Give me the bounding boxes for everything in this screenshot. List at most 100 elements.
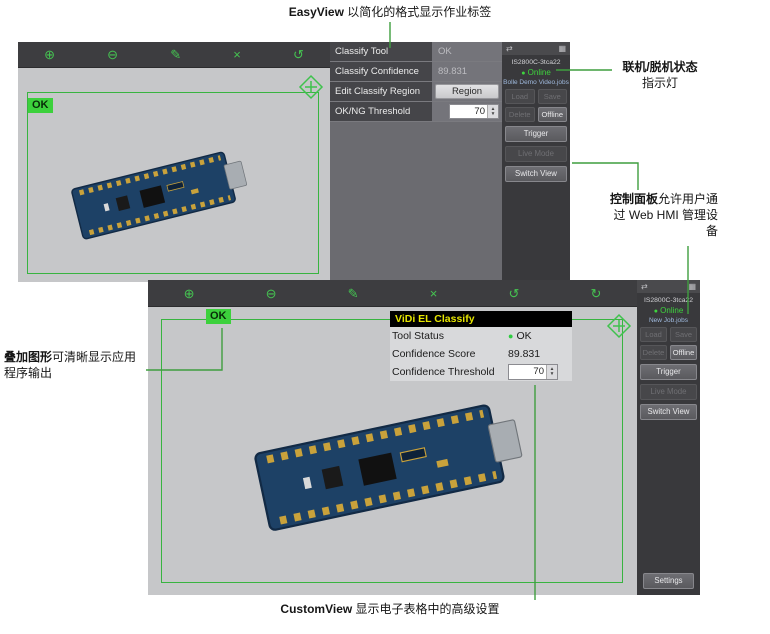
- line-tool-icon[interactable]: ✎: [170, 47, 182, 62]
- spinner-down-icon[interactable]: ▼: [549, 371, 555, 377]
- threshold-value: 70: [474, 106, 485, 117]
- live-mode-button[interactable]: Live Mode: [640, 384, 697, 400]
- ok-result-badge: OK: [28, 98, 53, 113]
- spinner-down-icon[interactable]: ▼: [490, 111, 496, 116]
- confidence-score-value: 89.831: [508, 348, 541, 360]
- online-indicator-icon: ●: [521, 70, 526, 77]
- delete-button[interactable]: Delete: [640, 345, 667, 360]
- customview-toolbar: ⊕ ⊖ ✎ × ↺ ↻: [148, 280, 637, 307]
- threshold-spinner[interactable]: 70 ▲▼: [508, 364, 558, 380]
- pcb-image: [250, 390, 533, 545]
- annotation-easyview: EasyView 以简化的格式显示作业标签: [235, 5, 545, 21]
- pan-navigator-icon[interactable]: [298, 74, 324, 105]
- annotation-overlay-graphics: 叠加图形可清晰显示应用程序输出: [4, 350, 146, 382]
- control-panel: ⇄ ▦ IS2800C-3tca22 ● Online New Job.jobs…: [637, 280, 700, 595]
- job-name: New Job.jobs: [648, 317, 689, 324]
- edit-classify-region-row: Edit Classify Region Region: [330, 82, 502, 102]
- confidence-score-label: Confidence Score: [392, 348, 476, 360]
- zoom-in-icon[interactable]: ⊕: [44, 47, 55, 62]
- annotation-control-panel-term: 控制面板: [609, 192, 658, 206]
- pan-navigator-icon[interactable]: [606, 313, 632, 344]
- easyview-toolbar: ⊕ ⊖ ✎ × ↺: [18, 42, 330, 68]
- switch-view-button[interactable]: Switch View: [640, 404, 697, 420]
- annotation-online-text: 指示灯: [641, 75, 678, 90]
- customview-camera-view: OK ViDi EL Classify Tool Status ●OK Conf…: [148, 307, 637, 595]
- pan-tool-icon[interactable]: ×: [233, 47, 241, 62]
- line-tool-icon[interactable]: ✎: [347, 285, 359, 301]
- easyview-window: ⊕ ⊖ ✎ × ↺ OK: [18, 42, 570, 282]
- rotate-ccw-icon[interactable]: ↺: [293, 47, 304, 62]
- job-name: Bolle Demo Video.jobs: [503, 79, 569, 86]
- overlay-title: ViDi EL Classify: [390, 311, 572, 327]
- annotation-control-panel: 控制面板允许用户通过 Web HMI 管理设备: [602, 192, 718, 239]
- classify-tool-value: OK: [432, 42, 502, 61]
- load-button[interactable]: Load: [640, 327, 667, 342]
- annotation-overlay-text: 可清晰显示应用程序输出: [4, 350, 137, 380]
- customview-window: ⊕ ⊖ ✎ × ↺ ↻ OK ViDi EL Classify Tool Sta…: [148, 280, 700, 595]
- classify-tool-row: Classify Tool OK: [330, 42, 502, 62]
- save-button[interactable]: Save: [537, 89, 567, 104]
- delete-button[interactable]: Delete: [505, 107, 535, 122]
- spinner-up-icon[interactable]: ▲: [490, 106, 496, 111]
- region-button[interactable]: Region: [435, 84, 499, 99]
- annotation-online-status: 联机/脱机状态指示灯: [610, 60, 710, 92]
- threshold-value: 70: [533, 366, 544, 377]
- classify-confidence-row: Classify Confidence 89.831: [330, 62, 502, 82]
- classify-settings-panel: Classify Tool OK Classify Confidence 89.…: [330, 42, 502, 282]
- classify-confidence-value: 89.831: [432, 62, 502, 81]
- ok-ng-threshold-row: OK/NG Threshold 70 ▲▼: [330, 102, 502, 122]
- annotation-customview-term: CustomView: [280, 602, 353, 616]
- rotate-ccw-icon[interactable]: ↺: [508, 285, 520, 301]
- annotation-online-term: 联机/脱机状态: [622, 60, 698, 74]
- online-status-label: Online: [527, 68, 551, 77]
- offline-button[interactable]: Offline: [537, 107, 567, 122]
- ok-ng-threshold-label: OK/NG Threshold: [330, 102, 432, 121]
- trigger-button[interactable]: Trigger: [505, 126, 567, 142]
- annotation-overlay-term: 叠加图形: [4, 350, 53, 364]
- zoom-out-icon[interactable]: ⊖: [107, 47, 119, 62]
- pcb-image: [68, 142, 255, 251]
- rotate-cw-icon[interactable]: ↻: [590, 285, 602, 301]
- device-name: IS2800C-3tca22: [511, 59, 561, 66]
- pan-tool-icon[interactable]: ×: [429, 285, 438, 301]
- device-name: IS2800C-3tca22: [643, 297, 694, 304]
- tool-status-row: Tool Status ●OK: [390, 327, 572, 345]
- load-button[interactable]: Load: [505, 89, 535, 104]
- annotation-customview: CustomView 显示电子表格中的高级设置: [235, 602, 545, 618]
- trigger-button[interactable]: Trigger: [640, 364, 697, 380]
- control-panel-header: ⇄ ▦: [502, 42, 570, 55]
- annotation-control-panel-text: 允许用户通过 Web HMI 管理设备: [613, 192, 718, 238]
- zoom-in-icon[interactable]: ⊕: [183, 285, 195, 301]
- save-button[interactable]: Save: [670, 327, 697, 342]
- live-mode-button[interactable]: Live Mode: [505, 146, 567, 162]
- confidence-threshold-row: Confidence Threshold 70 ▲▼: [390, 363, 572, 381]
- annotation-easyview-text: 以简化的格式显示作业标签: [343, 5, 492, 19]
- switch-view-button[interactable]: Switch View: [505, 166, 567, 182]
- zoom-out-icon[interactable]: ⊖: [265, 285, 277, 301]
- threshold-spinner[interactable]: 70 ▲▼: [449, 104, 499, 119]
- control-panel: ⇄ ▦ IS2800C-3tca22 ● Online Bolle Demo V…: [502, 42, 570, 282]
- classify-confidence-label: Classify Confidence: [330, 62, 432, 81]
- classify-tool-label: Classify Tool: [330, 42, 432, 61]
- online-indicator-icon: ●: [653, 308, 658, 315]
- online-status-label: Online: [660, 306, 684, 315]
- annotation-easyview-term: EasyView: [288, 5, 344, 19]
- online-status: ● Online: [637, 306, 700, 315]
- tool-status-value: OK: [516, 330, 532, 342]
- easyview-camera-view: OK: [18, 68, 330, 282]
- ok-result-badge: OK: [206, 309, 231, 324]
- customview-overlay: ViDi EL Classify Tool Status ●OK Confide…: [390, 311, 572, 381]
- display-grid-icon[interactable]: ▦: [558, 44, 566, 53]
- classify-region[interactable]: [27, 92, 319, 274]
- confidence-threshold-label: Confidence Threshold: [392, 366, 495, 378]
- display-grid-icon[interactable]: ▦: [688, 282, 696, 291]
- control-panel-header: ⇄ ▦: [637, 280, 700, 293]
- tool-status-label: Tool Status: [392, 330, 444, 342]
- settings-button[interactable]: Settings: [643, 573, 694, 589]
- collapse-panel-icon[interactable]: ⇄: [641, 282, 648, 291]
- edit-classify-region-label: Edit Classify Region: [330, 82, 432, 101]
- collapse-panel-icon[interactable]: ⇄: [506, 44, 513, 53]
- annotation-customview-text: 显示电子表格中的高级设置: [352, 602, 500, 616]
- spinner-up-icon[interactable]: ▲: [549, 366, 555, 372]
- offline-button[interactable]: Offline: [670, 345, 697, 360]
